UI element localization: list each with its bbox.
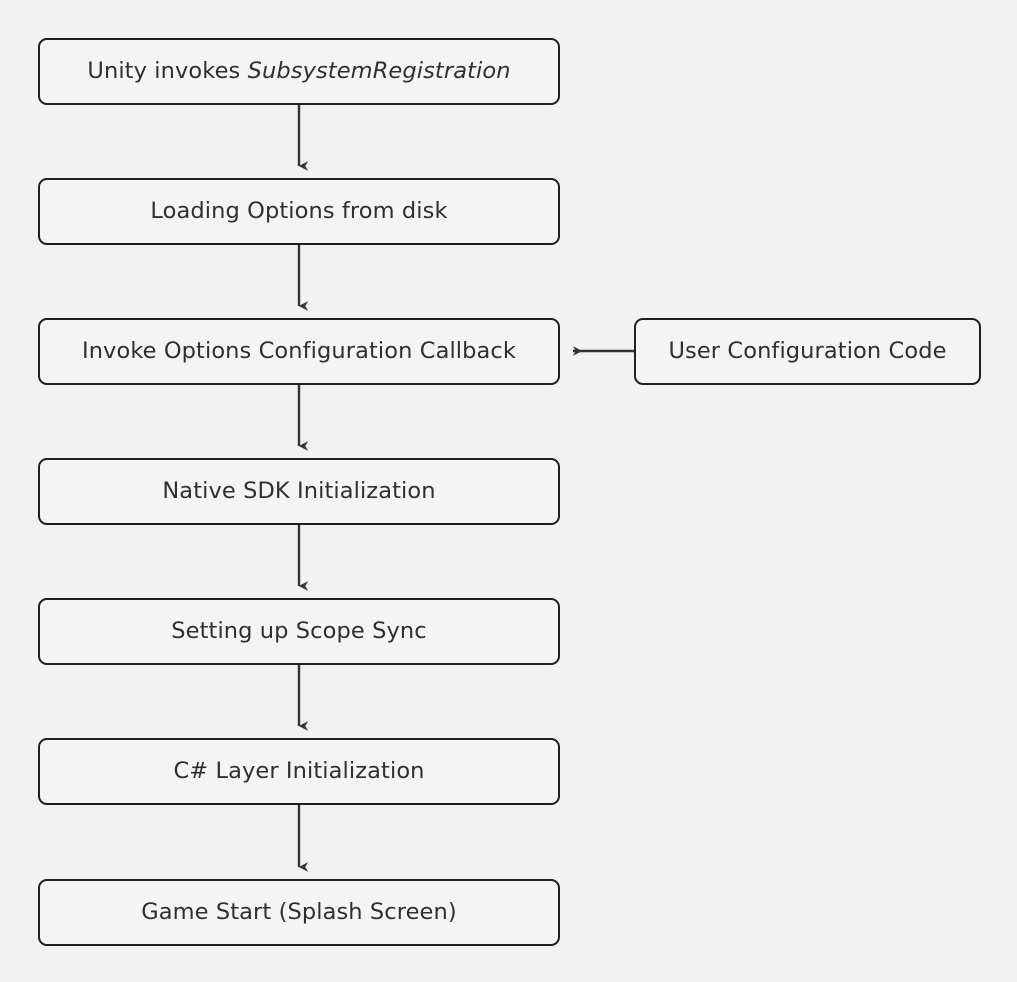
node-label: Setting up Scope Sync: [171, 618, 427, 644]
node-label: Game Start (Splash Screen): [141, 899, 457, 925]
node-user-configuration-code[interactable]: User Configuration Code: [634, 318, 981, 385]
node-label-emphasis: SubsystemRegistration: [247, 58, 511, 84]
node-csharp-layer-initialization[interactable]: C# Layer Initialization: [38, 738, 560, 805]
node-unity-invokes-subsystemregistration[interactable]: Unity invokes SubsystemRegistration: [38, 38, 560, 105]
node-label: Invoke Options Configuration Callback: [81, 338, 517, 364]
node-label-prefix: Unity invokes: [87, 58, 248, 84]
node-loading-options-from-disk[interactable]: Loading Options from disk: [38, 178, 560, 245]
node-native-sdk-initialization[interactable]: Native SDK Initialization: [38, 458, 560, 525]
node-label: Native SDK Initialization: [162, 478, 436, 504]
node-label: Loading Options from disk: [150, 198, 448, 224]
node-game-start-splash-screen[interactable]: Game Start (Splash Screen): [38, 879, 560, 946]
node-label: User Configuration Code: [668, 338, 947, 364]
node-label: Unity invokes SubsystemRegistration: [87, 58, 510, 85]
node-setting-up-scope-sync[interactable]: Setting up Scope Sync: [38, 598, 560, 665]
node-label: C# Layer Initialization: [173, 758, 425, 784]
node-invoke-options-configuration-callback[interactable]: Invoke Options Configuration Callback: [38, 318, 560, 385]
